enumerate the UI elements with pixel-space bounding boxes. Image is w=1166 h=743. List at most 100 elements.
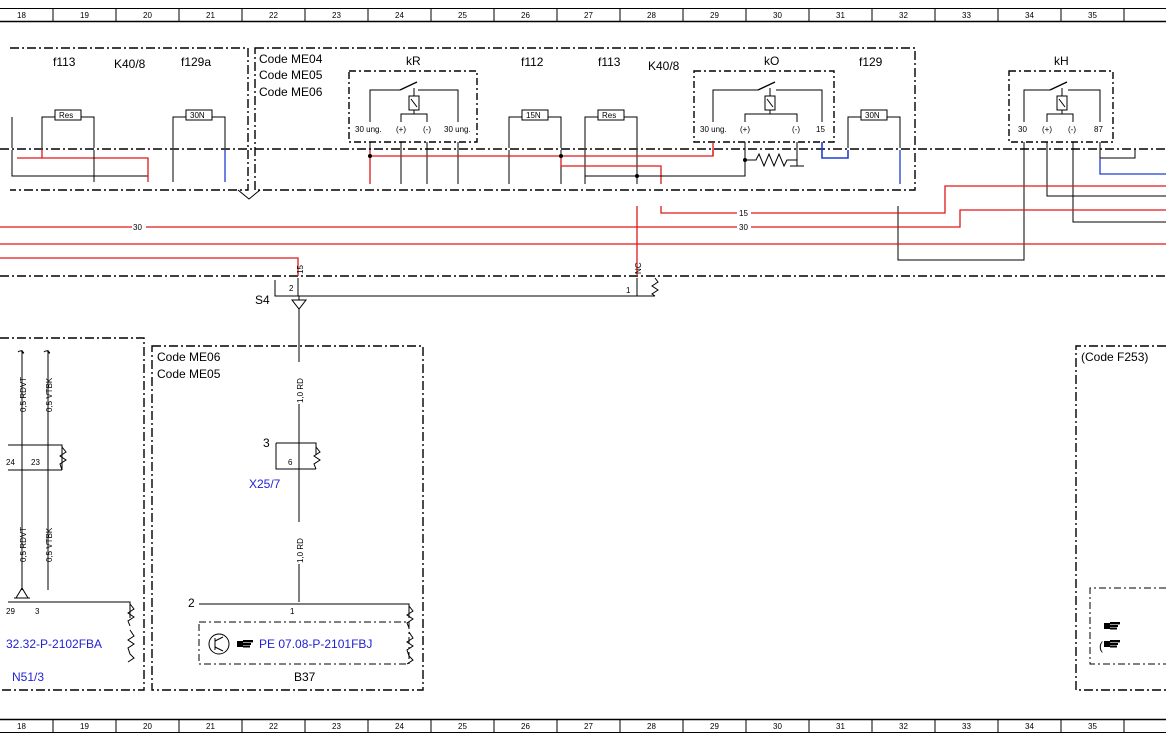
ruler-cell-label: 27	[584, 722, 593, 731]
label-f129a: f129a	[181, 55, 211, 69]
label-f113-left: f113	[53, 55, 76, 69]
ruler-cell-label: 22	[269, 11, 278, 20]
f253-block: (Code F253) (	[1075, 345, 1166, 691]
svg-text:6: 6	[288, 458, 293, 467]
svg-text:1,0 RD: 1,0 RD	[296, 378, 305, 403]
label-f113-mid: f113	[598, 55, 621, 69]
svg-text:Res: Res	[602, 111, 616, 120]
svg-text:S4: S4	[255, 293, 270, 307]
ruler-cell-label: 24	[395, 11, 404, 20]
f253-paren: (	[1099, 639, 1103, 653]
code-me04-label: Code ME04	[259, 52, 323, 66]
b37-ref-link[interactable]: PE 07.08-P-2101FBJ	[259, 637, 372, 651]
svg-text:(+): (+)	[396, 125, 406, 134]
svg-text:3: 3	[263, 436, 270, 450]
ruler-cell-label: 25	[458, 722, 467, 731]
ruler-cell-label: 28	[647, 11, 656, 20]
svg-text:24: 24	[6, 458, 15, 467]
n51-ref-link[interactable]: 32.32-P-2102FBA	[6, 637, 102, 651]
ruler-cell-label: 19	[80, 722, 89, 731]
hand-reference-icon	[1104, 640, 1120, 648]
svg-text:kO: kO	[764, 54, 779, 68]
ruler-cell-label: 26	[521, 11, 530, 20]
svg-text:0,5 VTBK: 0,5 VTBK	[45, 527, 54, 562]
svg-text:15N: 15N	[526, 111, 541, 120]
wire-30-left: 30	[133, 223, 142, 232]
label-k40-mid: K40/8	[648, 59, 680, 73]
svg-text:2: 2	[188, 596, 195, 610]
svg-text:(+): (+)	[740, 125, 750, 134]
hand-reference-icon	[1104, 622, 1120, 630]
svg-text:(+): (+)	[1042, 125, 1052, 134]
svg-text:Code ME06: Code ME06	[157, 350, 221, 364]
ruler-cell-label: 24	[395, 722, 404, 731]
ruler-cell-label: 20	[143, 11, 152, 20]
ruler-cell-label: 32	[899, 722, 908, 731]
code-me06-label: Code ME06	[259, 85, 323, 99]
n51-block: 0,5 RDVT 0,5 VTBK 24 23 0,5 RDVT 0,5 VTB…	[0, 337, 145, 691]
ruler-cell-label: 28	[647, 722, 656, 731]
ruler-cell-label: 26	[521, 722, 530, 731]
fuse-res-mid: Res	[584, 109, 638, 148]
label-k40-left: K40/8	[114, 57, 146, 71]
ruler-cell-label: 18	[17, 11, 26, 20]
pin-15-vertical: 15	[296, 265, 305, 274]
svg-text:0,5 RDVT: 0,5 RDVT	[19, 527, 28, 562]
svg-text:30 ung.: 30 ung.	[700, 125, 727, 134]
ruler-cell-label: 31	[836, 11, 845, 20]
svg-text:kH: kH	[1054, 54, 1069, 68]
b37-block: Code ME06 Code ME05 1,0 RD 3 6 X25/7 1,0…	[151, 309, 424, 691]
code-me05-label: Code ME05	[259, 68, 323, 82]
ruler-cell-label: 29	[710, 11, 719, 20]
svg-text:0,5 VTBK: 0,5 VTBK	[45, 377, 54, 412]
wire-30-right: 30	[739, 223, 748, 232]
svg-text:23: 23	[31, 458, 40, 467]
svg-text:30 ung.: 30 ung.	[355, 125, 382, 134]
wire-15: 15	[739, 209, 748, 218]
ruler-cell-label: 18	[17, 722, 26, 731]
ruler-cell-label: 30	[773, 11, 782, 20]
svg-text:Code ME05: Code ME05	[157, 367, 221, 381]
svg-text:(Code F253): (Code F253)	[1081, 350, 1148, 364]
fuse-res-left: Res	[41, 109, 95, 148]
svg-text:3: 3	[35, 607, 40, 616]
relay-kO: kO 30 ung. (+) (-) 15	[693, 54, 835, 143]
svg-text:29: 29	[6, 607, 15, 616]
label-f112: f112	[521, 55, 544, 69]
svg-text:30N: 30N	[865, 111, 880, 120]
ruler-cell-label: 19	[80, 11, 89, 20]
svg-text:2: 2	[289, 284, 294, 293]
x25-7-label: X25/7	[249, 477, 281, 491]
ruler-cell-label: 27	[584, 11, 593, 20]
ruler-cell-label: 34	[1025, 722, 1034, 731]
ruler-cell-label: 31	[836, 722, 845, 731]
svg-text:(-): (-)	[792, 125, 800, 134]
ruler-cell-label: 32	[899, 11, 908, 20]
label-f129: f129	[859, 55, 883, 69]
sensor-symbol-icon	[208, 633, 230, 655]
relay-kR: kR 30 ung. (+) (-) 30 ung.	[348, 54, 478, 184]
ruler-cell-label: 30	[773, 722, 782, 731]
svg-text:(-): (-)	[1068, 125, 1076, 134]
n51-name: N51/3	[12, 670, 44, 684]
ruler-cell-label: 35	[1088, 11, 1097, 20]
ruler-cell-label: 34	[1025, 11, 1034, 20]
fuse-30n-mid: 30N	[847, 109, 901, 148]
ruler-cell-label: 22	[269, 722, 278, 731]
svg-text:(-): (-)	[423, 125, 431, 134]
fuse-30n-left: 30N	[172, 109, 226, 148]
splice-s4: S4 2 1	[255, 277, 659, 310]
ruler-cell-label: 23	[332, 11, 341, 20]
fuse-15n: 15N	[508, 109, 562, 148]
supply-wires	[0, 185, 1166, 276]
svg-text:1: 1	[290, 607, 295, 616]
pin-nc-vertical: NC	[634, 262, 643, 274]
separator-lines	[0, 148, 1166, 277]
svg-text:30 ung.: 30 ung.	[444, 125, 471, 134]
ruler-cell-label: 21	[206, 11, 215, 20]
svg-text:1: 1	[626, 286, 631, 295]
svg-text:1,0 RD: 1,0 RD	[296, 538, 305, 563]
